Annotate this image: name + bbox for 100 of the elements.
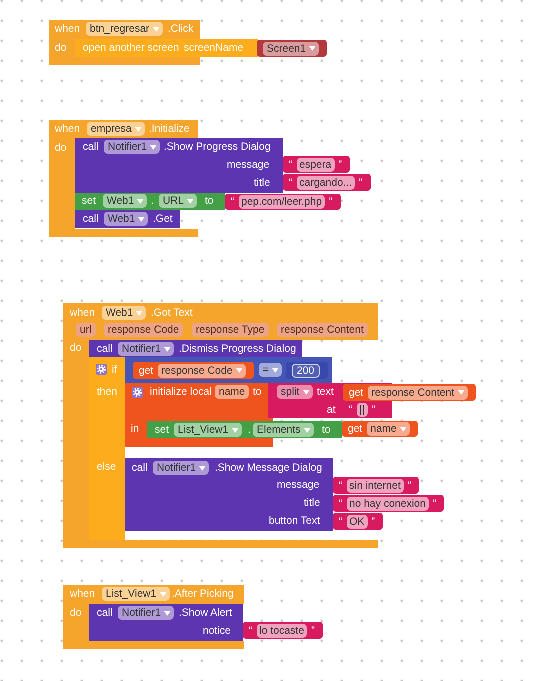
block-label: .Show Alert: [179, 606, 232, 620]
quote-mark: ”: [311, 624, 315, 638]
quote-mark: “: [289, 158, 292, 172]
text-field: no hay conexion: [346, 496, 429, 510]
dropdown: Web1: [104, 212, 148, 226]
dropdown: Web1: [103, 194, 148, 208]
dropdown: List_View1: [102, 587, 170, 601]
text-field: OK: [346, 514, 368, 528]
screen-name-block: [257, 40, 328, 57]
text-block: [283, 174, 371, 191]
variable-getter-block: [342, 421, 418, 437]
block-label: else: [97, 460, 116, 474]
text-block: [283, 156, 350, 173]
quote-mark: “: [339, 478, 342, 492]
dropdown: URL: [159, 194, 198, 208]
block-label: .Get: [153, 212, 173, 226]
block-label: call: [97, 342, 113, 356]
number-block: [286, 362, 328, 379]
dropdown: response Content: [368, 386, 468, 400]
event-block: [63, 585, 244, 649]
quote-mark: ”: [338, 158, 342, 172]
quote-mark: “: [339, 496, 342, 510]
variable-getter-block: [343, 384, 476, 401]
block-label: .Click: [168, 22, 194, 36]
text-block: [333, 495, 444, 512]
block-label: screenName: [184, 41, 244, 55]
quote-mark: “: [249, 624, 252, 638]
text-field: ||: [356, 403, 368, 417]
text-block: [333, 477, 420, 494]
block-label: do: [55, 41, 67, 55]
dropdown: name: [366, 422, 410, 436]
block-label: .: [248, 423, 251, 437]
block-label: to: [253, 385, 262, 399]
dropdown: split: [277, 385, 313, 399]
dropdown: Notifier1: [118, 342, 174, 356]
method-call-block: [89, 340, 302, 357]
parameter-name: response Content: [277, 323, 368, 337]
text-block: [225, 194, 341, 210]
if-else-block: [89, 357, 125, 540]
block-label: initialize local: [150, 385, 212, 399]
method-call-block: [89, 604, 243, 641]
block-label: do: [70, 606, 82, 620]
block-label: get: [348, 422, 363, 436]
dropdown: List_View1: [174, 423, 242, 437]
text-field: espera: [296, 158, 335, 172]
quote-mark: ”: [329, 195, 333, 209]
method-call-block: [75, 210, 180, 228]
block-label: then: [97, 385, 118, 399]
quote-mark: “: [289, 176, 292, 190]
variable-name-field: name: [215, 385, 250, 399]
comparison-block: [125, 357, 332, 383]
block-label: set: [82, 194, 96, 208]
block-label: when: [70, 306, 96, 320]
block-label: title: [254, 176, 270, 190]
quote-mark: ”: [372, 403, 376, 417]
dropdown: Elements: [253, 423, 314, 437]
dropdown: Web1: [102, 306, 146, 320]
text-field: pep.com/leer.php: [238, 195, 326, 209]
quote-mark: ”: [372, 514, 376, 528]
block-label: get: [139, 364, 154, 378]
method-call-block: [125, 458, 333, 531]
dropdown: btn_regresar: [86, 22, 163, 36]
dropdown: response Code: [158, 364, 246, 378]
quote-mark: “: [231, 195, 234, 209]
block-label: get: [349, 386, 364, 400]
quote-mark: “: [349, 403, 352, 417]
dropdown: Notifier1: [118, 606, 174, 620]
block-label: .Show Message Dialog: [215, 461, 322, 475]
block-label: to: [322, 423, 331, 437]
block-label: call: [83, 140, 99, 154]
property-setter-block: [75, 193, 225, 210]
open-screen-block: [75, 39, 258, 57]
block-label: when: [55, 122, 80, 136]
method-call-block: [75, 138, 283, 193]
property-setter-block: [147, 421, 342, 438]
parameter-name: response Code: [104, 323, 184, 337]
number-field: 200: [292, 364, 320, 378]
block-label: do: [55, 141, 67, 155]
block-label: message: [277, 478, 320, 492]
block-label: .Dismiss Progress Dialog: [179, 342, 296, 356]
block-label: at: [327, 403, 336, 417]
block-label: to: [205, 194, 214, 208]
block-label: .Got Text: [151, 306, 193, 320]
block-label: .After Picking: [172, 587, 234, 601]
block-label: .Show Progress Dialog: [164, 140, 271, 154]
text-field: sin internet: [346, 478, 404, 492]
block-label: open another screen: [83, 41, 180, 55]
text-field: cargando...: [296, 176, 356, 190]
block-label: when: [70, 587, 96, 601]
quote-mark: ”: [359, 176, 363, 190]
parameter-name: response Type: [192, 323, 269, 337]
variable-getter-block: [133, 362, 254, 379]
quote-mark: ”: [432, 496, 436, 510]
dropdown: =: [259, 363, 282, 377]
block-label: .Initialize: [149, 122, 190, 136]
dropdown: Notifier1: [104, 140, 160, 154]
quote-mark: “: [339, 514, 342, 528]
parameter-name: url: [76, 323, 96, 337]
quote-mark: ”: [408, 478, 412, 492]
block-label: message: [227, 158, 270, 172]
